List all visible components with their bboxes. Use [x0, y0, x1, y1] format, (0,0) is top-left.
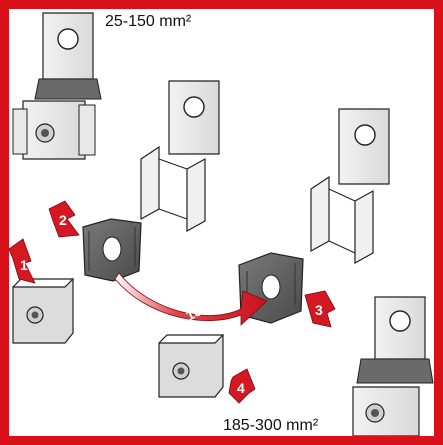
step-3-label: 3 — [315, 302, 323, 318]
cable-range-large-label: 185-300 mm² — [223, 417, 319, 434]
bolt-block-reinstalled — [158, 333, 224, 398]
terminal-frame-right — [310, 108, 390, 265]
bolt-block-removed — [12, 277, 74, 344]
step-3-arrow — [304, 290, 336, 328]
cable-range-small-label: 25-150 mm² — [105, 13, 192, 30]
step-4-arrow — [228, 368, 256, 404]
terminal-assembled-small — [12, 12, 102, 160]
rotation-arrow — [114, 272, 268, 326]
step-2-arrow — [48, 200, 80, 238]
assembly-illustration: 1 2 3 4 180° — [9, 12, 434, 436]
step-4-label: 4 — [237, 380, 245, 396]
clamp-insert-part — [82, 218, 142, 282]
step-2-label: 2 — [59, 212, 67, 228]
step-1-label: 1 — [20, 257, 28, 273]
terminal-frame-middle — [140, 80, 220, 233]
terminal-assembled-large — [352, 296, 434, 436]
step-1-arrow — [9, 238, 36, 284]
